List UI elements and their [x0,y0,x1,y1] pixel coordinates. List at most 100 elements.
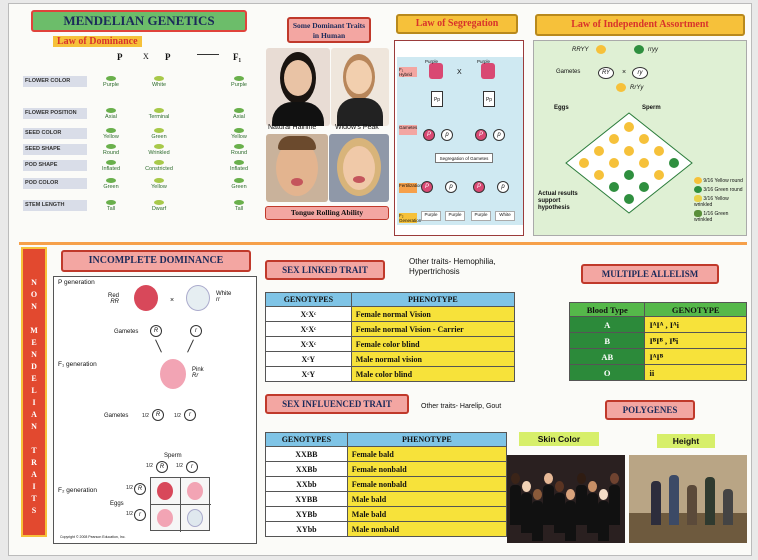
recessive-phenotype: Constricted [135,159,183,172]
table-cell: XYbb [265,521,348,537]
f1-hybrid-tag: F₁ Hybrid [399,67,417,77]
header-cell: GENOTYPES [265,292,352,307]
height-label: Height [657,434,715,448]
header-cell: PHENOTYPE [346,432,508,447]
table-cell: Male nonbald [346,521,508,537]
trait-name: POD SHAPE [23,160,87,171]
table-cell: Female nonbald [346,461,508,477]
yellow-pea-icon [596,45,606,54]
dominant-phenotype: Yellow [87,127,135,140]
sidebar-letter: T [31,446,37,455]
dominant-phenotype: Tall [87,199,135,212]
table-cell: Female color blind [350,336,516,352]
red-flower-icon [134,285,158,311]
table-cell: IᴬIᴬ , Iᴬi [644,316,747,333]
sidebar-letter: N [31,278,37,287]
table-cell: AB [568,348,646,365]
recessive-phenotype: Wrinkled [135,143,183,156]
segregation-diagram: F₁ Hybrid Gametes Fertilization F₂ Gener… [394,40,524,236]
f1-phenotype: Purple [219,75,259,88]
f1-phenotype: Round [219,143,259,156]
incomplete-banner: INCOMPLETE DOMINANCE [61,250,251,272]
table-cell: XᶜY [265,351,352,367]
sidebar-letter: I [32,482,36,491]
sidebar-letter: N [31,422,37,431]
purple-flower-icon [429,63,443,79]
f1-phenotype: Tall [219,199,259,212]
trait-name: STEM LENGTH [23,200,87,211]
table-cell: Male normal vision [350,351,516,367]
sex-linked-other: Other traits- Hemophilia, Hypertrichosis [409,257,496,276]
sidebar-letter: S [31,506,37,515]
widows-peak-photo [331,48,389,126]
segregation-banner: Law of Segregation [396,14,518,34]
dominant-phenotype: Green [87,177,135,190]
sidebar-letter: T [31,494,37,503]
table-cell: Male bald [346,491,508,507]
purple-flower-icon [481,63,495,79]
skin-color-photo [507,455,625,543]
table-cell: XᶜY [265,366,352,382]
table-cell: XᶜXᶜ [265,321,352,337]
dominance-label: Law of Dominance [53,36,142,47]
trait-name: POD COLOR [23,178,87,189]
table-cell: ii [644,364,747,381]
sidebar-letter: O [30,290,38,299]
sidebar-letter: E [31,374,37,383]
header-cell: GENOTYPE [644,302,747,317]
human-traits-banner: Some Dominant Traits in Human [287,17,371,43]
sidebar-letter: N [31,350,37,359]
section-divider [19,242,747,245]
natural-hairline-photo [266,48,330,126]
f1-phenotype: Green [219,177,259,190]
sidebar-letter [23,433,45,445]
table-cell: Male color blind [350,366,516,382]
hairline-caption-a: Natural Hairline [268,124,317,131]
f2-generation-tag: F₂ Generation [399,213,422,223]
green-pea-icon [634,45,644,54]
f1-phenotype: Inflated [219,159,259,172]
table-cell: XXBB [265,446,348,462]
p2-label: P [165,52,171,62]
table-cell: Female bald [346,446,508,462]
table-cell: O [568,364,646,381]
dominant-phenotype: Inflated [87,159,135,172]
header-cell: Blood Type [568,302,646,317]
gametes-tag: Gametes [399,125,417,135]
recessive-phenotype: Yellow [135,177,183,190]
table-cell: IᴮIᴮ , Iᴮi [644,332,747,349]
dominant-phenotype: Round [87,143,135,156]
trait-name: FLOWER POSITION [23,108,87,119]
table-cell: B [568,332,646,349]
tongue-rolling-photo-male [266,134,328,202]
sidebar-letter: R [31,458,37,467]
dominant-phenotype: Axial [87,107,135,120]
recessive-phenotype: Green [135,127,183,140]
assortment-legend: 9/16 Yellow round 3/16 Green round 3/16 … [694,177,743,223]
f1-pea-icon [616,83,626,92]
table-cell: Female normal Vision [350,306,516,322]
